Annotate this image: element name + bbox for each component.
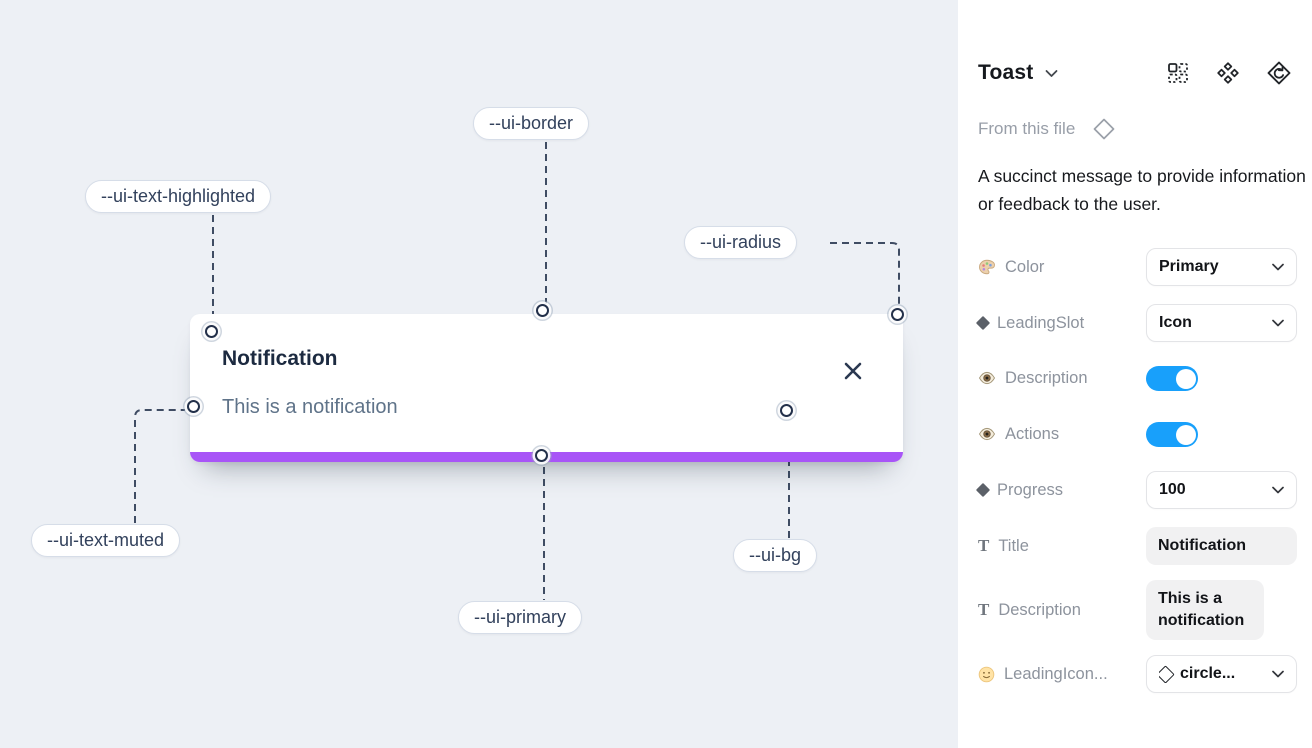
node-ui-text-highlighted[interactable]	[205, 325, 218, 338]
prop-label-description-text: T Description	[978, 600, 1081, 619]
prop-label-color: Color	[978, 248, 1044, 286]
leadingicon-dropdown[interactable]: circle...	[1146, 655, 1297, 693]
label-ui-primary[interactable]: --ui-primary	[458, 601, 582, 634]
color-dropdown[interactable]: Primary	[1146, 248, 1297, 286]
description-toggle[interactable]	[1146, 366, 1297, 391]
source-row: From this file	[978, 116, 1117, 142]
text-icon: T	[978, 600, 990, 619]
prop-label-leadingicon: LeadingIcon...	[978, 655, 1108, 693]
node-ui-text-muted[interactable]	[187, 400, 200, 413]
prop-label-actions-toggle: Actions	[978, 415, 1059, 453]
connector-lines	[134, 142, 900, 600]
diamond-outline-icon	[1093, 118, 1115, 140]
node-ui-primary[interactable]	[535, 449, 548, 462]
chevron-down-icon	[1272, 486, 1284, 494]
node-ui-bg[interactable]	[780, 404, 793, 417]
chevron-down-icon	[1272, 263, 1284, 271]
smiley-icon	[978, 666, 995, 682]
label-ui-text-muted[interactable]: --ui-text-muted	[31, 524, 181, 557]
toast-component-preview[interactable]: Notification This is a notification	[190, 314, 903, 462]
toast-description: This is a notification	[222, 396, 398, 418]
label-ui-bg[interactable]: --ui-bg	[733, 539, 818, 572]
label-ui-radius[interactable]: --ui-radius	[684, 226, 798, 259]
label-ui-text-highlighted[interactable]: --ui-text-highlighted	[85, 180, 272, 213]
eye-icon	[978, 371, 996, 385]
prop-label-description-toggle: Description	[978, 359, 1088, 397]
diamond-icon	[975, 482, 991, 498]
leadingslot-dropdown[interactable]: Icon	[1146, 304, 1297, 342]
component-title[interactable]: Toast	[978, 61, 1034, 84]
description-field[interactable]: This is a notification	[1146, 580, 1297, 640]
diamond-outline-icon	[1159, 665, 1175, 683]
eye-icon	[978, 427, 996, 441]
chevron-down-icon[interactable]	[1045, 69, 1058, 78]
close-icon[interactable]	[843, 361, 863, 381]
prop-label-title: T Title	[978, 536, 1029, 555]
instance-swap-icon[interactable]	[1166, 61, 1190, 85]
node-ui-radius[interactable]	[891, 308, 904, 321]
prop-label-leadingslot: LeadingSlot	[975, 304, 1084, 342]
chevron-down-icon	[1272, 670, 1284, 678]
connector-ui-text-muted	[134, 409, 185, 523]
diamond-icon	[975, 315, 991, 331]
label-ui-border[interactable]: --ui-border	[473, 107, 590, 140]
properties-panel: Toast	[958, 0, 1312, 748]
title-field[interactable]: Notification	[1146, 527, 1297, 565]
design-canvas[interactable]: Notification This is a notification --ui…	[0, 0, 958, 748]
go-to-main-component-icon[interactable]	[1266, 60, 1292, 86]
toast-title: Notification	[222, 347, 338, 370]
node-ui-border[interactable]	[536, 304, 549, 317]
connector-ui-radius	[830, 242, 900, 307]
actions-toggle[interactable]	[1146, 422, 1297, 447]
text-icon: T	[978, 536, 990, 555]
palette-icon	[979, 259, 995, 275]
progress-dropdown[interactable]: 100	[1146, 471, 1297, 509]
component-description: A succinct message to provide informatio…	[978, 166, 1306, 214]
variants-icon[interactable]	[1216, 61, 1240, 85]
chevron-down-icon	[1272, 319, 1284, 327]
source-label: From this file	[978, 119, 1076, 138]
prop-label-progress: Progress	[975, 471, 1063, 509]
panel-header: Toast	[978, 58, 1292, 88]
